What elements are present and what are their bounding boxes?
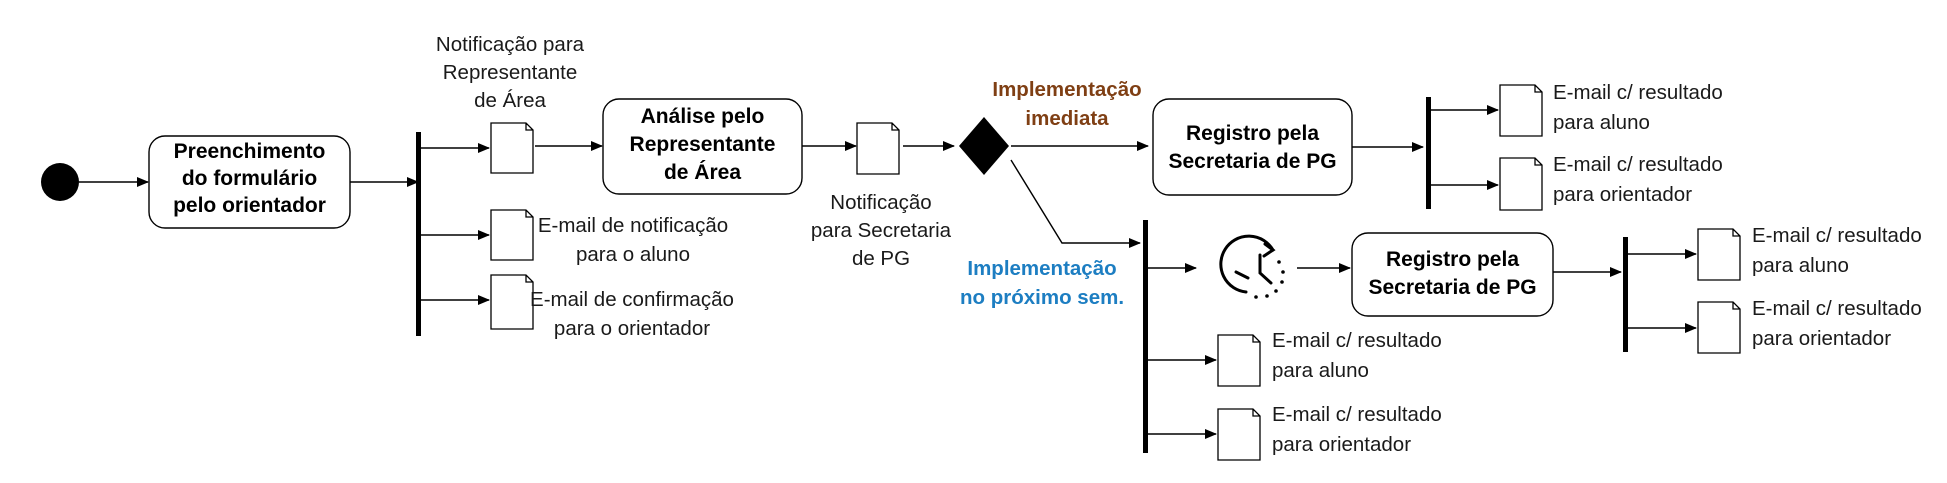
label-resultado-aluno: E-mail c/ resultado para aluno (1752, 224, 1922, 277)
activity-line-1: Registro pela (1386, 248, 1519, 271)
activity-line-1: Análise pelo (641, 105, 765, 128)
label-line-1: E-mail c/ resultado (1272, 329, 1442, 352)
document-icon (490, 274, 534, 330)
label-line-1: E-mail de confirmação (530, 288, 734, 311)
label-line-1: E-mail c/ resultado (1272, 403, 1442, 426)
activity-analise: Análise pelo Representante de Área (602, 98, 803, 195)
document-icon (1217, 408, 1261, 461)
fork-bar-4 (1623, 237, 1628, 352)
label-line-2: para orientador (1272, 433, 1411, 456)
guard-implementacao-imediata: Implementação imediata (992, 78, 1141, 130)
label-line-2: para Secretaria (811, 219, 952, 242)
guard-implementacao-proximo-sem: Implementação no próximo sem. (960, 257, 1124, 309)
label-line-2: para aluno (1553, 111, 1650, 134)
label-resultado-orientador: E-mail c/ resultado para orientador (1272, 403, 1442, 456)
label-line-2: para aluno (1752, 254, 1849, 277)
guard-line-2: no próximo sem. (960, 286, 1124, 309)
label-line-1: E-mail c/ resultado (1752, 297, 1922, 320)
guard-line-1: Implementação (992, 78, 1141, 101)
fork-bar-3 (1143, 220, 1148, 453)
label-line-2: para o aluno (576, 243, 690, 266)
label-line-1: E-mail c/ resultado (1553, 81, 1723, 104)
label-line-1: Notificação (830, 191, 931, 214)
activity-line-3: pelo orientador (173, 194, 326, 217)
edges (79, 105, 1697, 439)
document-icon (490, 209, 534, 261)
activity-registro-secretaria-proximo-sem: Registro pela Secretaria de PG (1351, 232, 1554, 317)
label-line-1: E-mail c/ resultado (1752, 224, 1922, 247)
label-line-3: de Área (474, 89, 546, 112)
label-line-1: Notificação para (436, 33, 585, 56)
label-notificacao-secretaria: Notificação para Secretaria de PG (811, 191, 952, 270)
document-icon (1217, 334, 1261, 387)
document-icon (856, 122, 900, 175)
label-line-1: E-mail c/ resultado (1553, 153, 1723, 176)
guard-line-1: Implementação (967, 257, 1116, 280)
document-icon (490, 122, 534, 174)
label-line-2: para orientador (1752, 327, 1891, 350)
activity-registro-secretaria: Registro pela Secretaria de PG (1152, 98, 1353, 196)
activity-line-2: Representante (630, 133, 776, 156)
activity-line-3: de Área (664, 161, 741, 184)
activity-line-2: do formulário (182, 167, 317, 190)
fork-bar-2 (1426, 97, 1431, 209)
label-line-2: Representante (443, 61, 577, 84)
label-resultado-aluno: E-mail c/ resultado para aluno (1272, 329, 1442, 382)
label-notificacao-representante: Notificação para Representante de Área (436, 33, 585, 112)
activity-line-1: Preenchimento (174, 140, 326, 163)
label-email-confirmacao-orientador: E-mail de confirmação para o orientador (530, 288, 734, 340)
document-icon (1499, 157, 1543, 211)
activity-preenchimento: Preenchimento do formulário pelo orienta… (148, 135, 351, 229)
label-line-2: para orientador (1553, 183, 1692, 206)
decision-diamond (959, 117, 1009, 175)
label-line-2: para o orientador (554, 317, 710, 340)
clock-timer-icon (1219, 234, 1285, 299)
label-line-2: para aluno (1272, 359, 1369, 382)
initial-node (41, 163, 79, 201)
fork-bar-1 (416, 132, 421, 336)
label-resultado-orientador: E-mail c/ resultado para orientador (1553, 153, 1723, 206)
document-icon (1697, 228, 1741, 281)
document-icon (1697, 301, 1741, 354)
label-resultado-aluno: E-mail c/ resultado para aluno (1553, 81, 1723, 134)
label-resultado-orientador: E-mail c/ resultado para orientador (1752, 297, 1922, 350)
label-line-1: E-mail de notificação (538, 214, 728, 237)
label-email-notificacao-aluno: E-mail de notificação para o aluno (538, 214, 728, 266)
guard-line-2: imediata (1025, 107, 1109, 130)
activity-line-1: Registro pela (1186, 122, 1319, 145)
label-line-3: de PG (852, 247, 910, 270)
activity-line-2: Secretaria de PG (1168, 150, 1336, 173)
document-icon (1499, 84, 1543, 137)
activity-line-2: Secretaria de PG (1368, 276, 1536, 299)
